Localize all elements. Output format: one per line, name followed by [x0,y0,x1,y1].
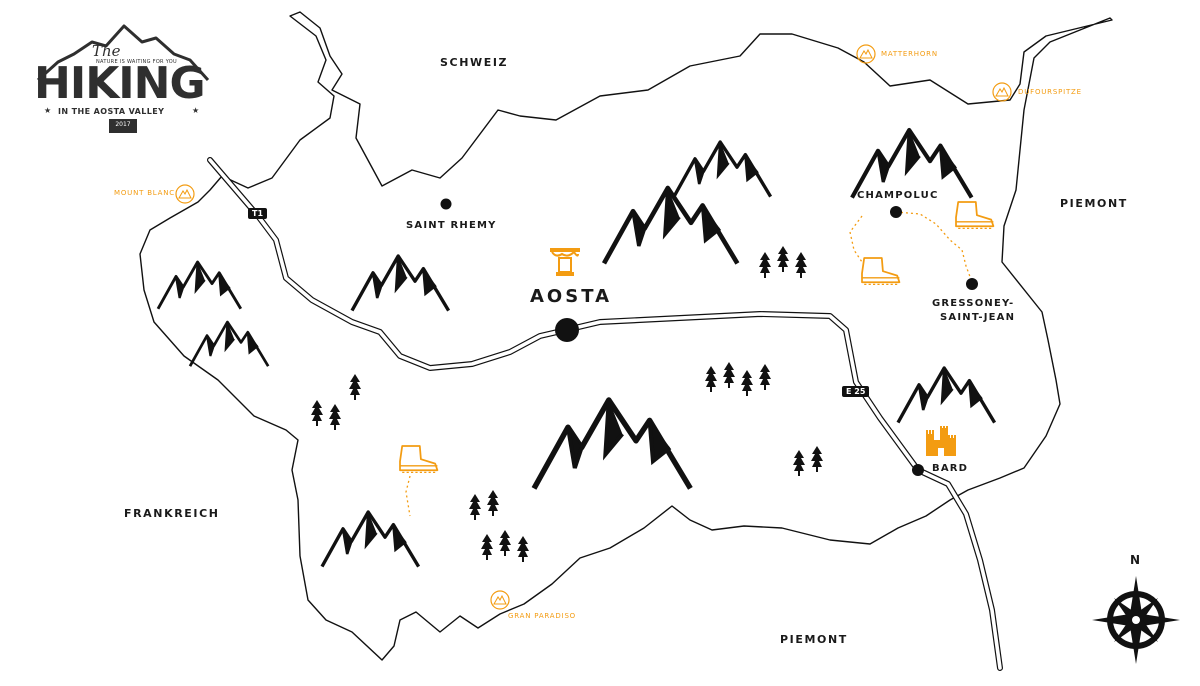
compass-north-label: N [1130,553,1142,567]
town-label-champoluc: CHAMPOLUC [857,190,939,201]
town-dot-champoluc [890,206,902,218]
mountain-icon [320,510,421,569]
town-dot-bard [912,464,924,476]
mountain-icon [156,260,243,311]
capital-label: AOSTA [530,286,613,307]
mountain-icon [896,366,997,425]
tree-icon [487,490,499,516]
tree-icon [777,246,789,272]
mountain-icon [188,320,270,368]
hiking-logo: The NATURE IS WAITING FOR YOU HIKING ★ I… [34,24,212,142]
peak-label-mont-blanc: MOUNT BLANC [114,189,175,197]
peak-label-matterhorn: MATTERHORN [881,50,938,58]
mountain-icon [604,188,737,263]
tree-icon [499,530,511,556]
tree-icon [759,364,771,390]
town-dot-gressoney [966,278,978,290]
tree-icon [311,400,323,426]
road-tag-e25: E 25 [842,386,870,397]
peak-label-gran-paradiso: GRAN PARADISO [508,612,576,620]
peak-label-dufourspitze: DUFOURSPITZE [1018,88,1082,96]
town-label-saint-rhemy: SAINT RHEMY [406,220,497,231]
region-label-east: PIEMONT [1060,197,1128,210]
hiking-trail [895,211,973,283]
tree-icon [469,494,481,520]
tree-icon [793,450,805,476]
star-icon: ★ [44,106,52,115]
logo-the: The [92,42,121,60]
tree-icon [795,252,807,278]
hiking-boot-icon [399,445,439,474]
tree-icon [349,374,361,400]
town-label-gressoney-2: SAINT-JEAN [940,312,1016,323]
region-label-west: FRANKREICH [124,507,220,520]
hiking-trail [405,475,411,517]
hiking-boot-icon [861,257,901,286]
tree-icon [705,366,717,392]
logo-tagline: NATURE IS WAITING FOR YOU [96,59,177,65]
tree-icon [741,370,753,396]
logo-year: 2017 [109,119,137,133]
peak-badge-icon [992,82,1012,102]
tree-icon [481,534,493,560]
tree-icon [723,362,735,388]
compass-rose-icon [1092,576,1180,664]
mountain-icon [534,400,690,488]
mountain-icon [672,140,773,199]
peak-badge-icon [490,590,510,610]
peak-badge-icon [856,44,876,64]
town-dot-aosta [555,318,579,342]
logo-mountain-icon [36,24,210,82]
region-label-south: PIEMONT [780,633,848,646]
tree-icon [811,446,823,472]
town-dot-saint-rhemy [440,198,452,210]
tree-icon [759,252,771,278]
road-tag-t1: T1 [248,208,268,219]
castle-icon [926,426,956,456]
hiking-boot-icon [955,201,995,230]
region-label-north: SCHWEIZ [440,56,509,69]
peak-badge-icon [175,184,195,204]
main-road [207,157,1003,671]
town-label-bard: BARD [932,463,969,474]
star-icon: ★ [192,106,200,115]
region-boundary [139,11,1113,661]
tree-icon [329,404,341,430]
logo-title: HIKING [34,58,206,109]
town-label-gressoney-1: GRESSONEY- [932,298,1015,309]
hiking-trail [849,215,863,263]
mountain-icon [852,130,972,198]
logo-subtitle: IN THE AOSTA VALLEY [58,107,165,116]
tree-icon [517,536,529,562]
mountain-icon [350,254,451,313]
column-icon [550,248,580,276]
